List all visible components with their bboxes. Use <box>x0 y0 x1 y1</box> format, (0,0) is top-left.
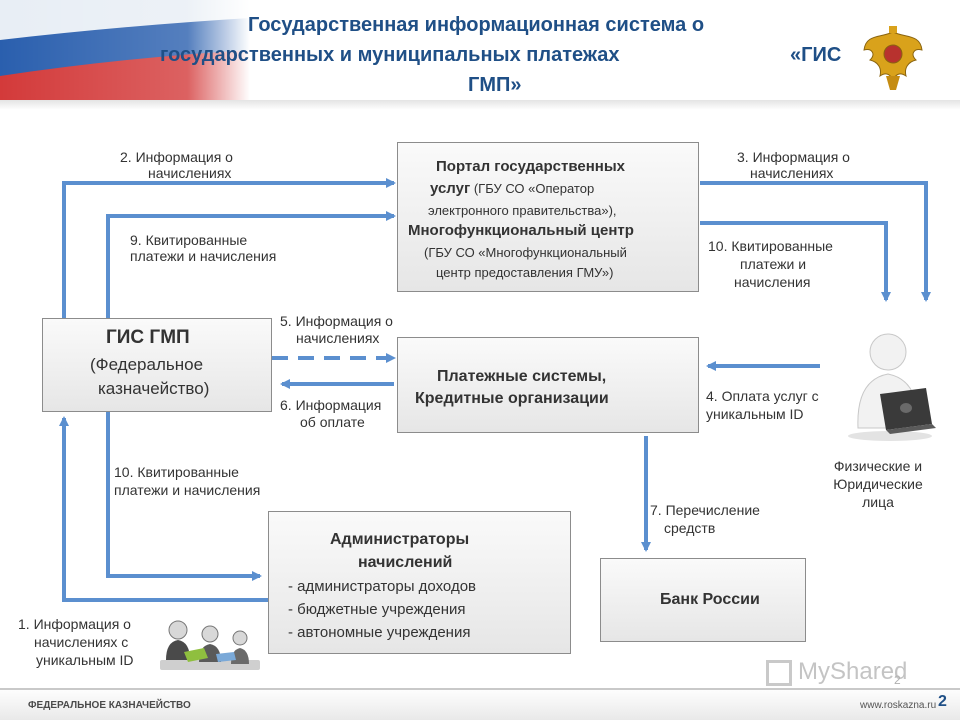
arrow-1 <box>59 416 268 602</box>
page-number: 2 <box>938 693 947 710</box>
gis-line-3: казначейство) <box>98 379 210 398</box>
watermark: MyShared 2 <box>766 656 926 690</box>
portal-line-1: Портал государственных <box>436 158 625 175</box>
portal-box <box>397 142 699 292</box>
arrow-9 <box>106 211 396 318</box>
label-5-line-1: 5. Информация о <box>280 313 393 329</box>
label-10r-line-3: начисления <box>734 274 811 290</box>
label-10r-line-1: 10. Квитированные <box>708 238 833 254</box>
gis-gmp-box <box>42 318 272 412</box>
arrow-10-left <box>106 412 262 581</box>
title-line-2b: «ГИС <box>790 44 842 66</box>
title-line-2: государственных и муниципальных платежах <box>160 44 620 66</box>
arrow-2 <box>62 178 396 318</box>
administrators-box <box>268 511 571 654</box>
header-divider <box>0 100 960 110</box>
treasury-emblem-icon <box>858 24 928 96</box>
portal-line-4: Многофункциональный центр <box>408 222 634 239</box>
label-6-line-1: 6. Информация <box>280 397 382 413</box>
footer <box>0 688 960 720</box>
label-1-line-3: уникальным ID <box>36 652 134 668</box>
header: Государственная информационная система о… <box>0 0 960 104</box>
label-7-line-2: средств <box>664 520 716 536</box>
admins-line-2: начислений <box>358 554 453 571</box>
label-3-line-1: 3. Информация о <box>737 149 850 165</box>
label-4-line-2: уникальным ID <box>706 406 804 422</box>
admins-item-2: - бюджетные учреждения <box>288 601 466 618</box>
label-5-line-2: начислениях <box>296 330 380 346</box>
footer-divider <box>0 688 960 690</box>
footer-url[interactable]: www.roskazna.ru <box>860 700 937 711</box>
label-1-line-1: 1. Информация о <box>18 616 131 632</box>
title-line-1: Государственная информационная система о <box>248 14 705 36</box>
gis-line-2: (Федеральное <box>90 355 204 374</box>
payments-line-2: Кредитные организации <box>415 390 609 407</box>
label-10l-line-2: платежи и начисления <box>114 482 261 498</box>
gis-title: ГИС ГМП <box>106 327 190 348</box>
payment-systems-box <box>397 337 699 433</box>
footer-org: ФЕДЕРАЛЬНОЕ КАЗНАЧЕЙСТВО <box>28 700 191 711</box>
label-9-line-2: платежи и начисления <box>130 248 277 264</box>
portal-line-2: услуг (ГБУ СО «Оператор <box>430 180 595 197</box>
arrow-10-right <box>700 221 891 302</box>
arrow-3 <box>700 181 931 302</box>
label-10l-line-1: 10. Квитированные <box>114 464 239 480</box>
persons-line-1: Физические и <box>833 458 923 474</box>
label-3-line-2: начислениях <box>750 165 834 181</box>
label-7-line-1: 7. Перечисление <box>650 502 760 518</box>
watermark-page: 2 <box>894 673 901 687</box>
watermark-text: MyShared <box>798 658 908 685</box>
bank-of-russia-box <box>600 558 806 642</box>
label-1-line-2: начислениях с <box>34 634 129 650</box>
bank-label: Банк России <box>660 591 760 608</box>
persons-line-3: лица <box>862 494 894 510</box>
portal-line-5: (ГБУ СО «Многофункциональный <box>424 245 627 260</box>
payments-line-1: Платежные системы, <box>437 368 607 385</box>
label-10r-line-2: платежи и <box>740 256 807 272</box>
admins-item-3: - автономные учреждения <box>288 624 471 641</box>
watermark-logo-icon <box>766 660 792 686</box>
persons-line-2: Юридические <box>833 476 923 492</box>
russian-flag-graphic <box>0 0 250 104</box>
title-line-3: ГМП» <box>468 74 522 96</box>
label-9-line-1: 9. Квитированные <box>130 232 248 248</box>
portal-line-3: электронного правительства»), <box>428 203 617 218</box>
admins-item-1: - администраторы доходов <box>288 578 477 595</box>
admins-line-1: Администраторы <box>330 531 470 548</box>
portal-line-6: центр предоставления ГМУ») <box>436 265 614 280</box>
label-2-line-1: 2. Информация о <box>120 149 233 165</box>
label-2-line-2: начислениях <box>148 165 232 181</box>
person-laptop-icon <box>836 328 942 442</box>
operators-icon <box>154 612 266 676</box>
label-4-line-1: 4. Оплата услуг с <box>706 388 819 404</box>
label-6-line-2: об оплате <box>300 414 365 430</box>
